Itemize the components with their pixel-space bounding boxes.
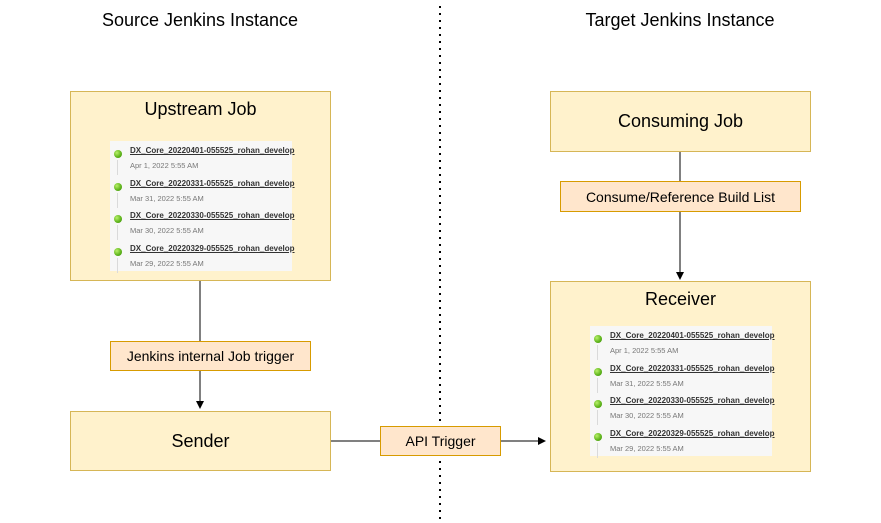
build-link[interactable]: DX_Core_20220331-055525_rohan_develop [130, 178, 295, 188]
build-link[interactable]: DX_Core_20220401-055525_rohan_develop [130, 146, 295, 155]
consume-reference-label: Consume/Reference Build List [560, 181, 801, 212]
build-link[interactable]: DX_Core_20220329-055525_rohan_develop [610, 428, 775, 438]
build-link[interactable]: DX_Core_20220401-055525_rohan_develop [610, 331, 775, 340]
build-date: Mar 30, 2022 5:55 AM [130, 226, 204, 235]
receiver-node: Receiver DX_Core_20220401-055525_rohan_d… [550, 281, 811, 472]
green-ball-icon [594, 335, 602, 343]
build-link[interactable]: DX_Core_20220329-055525_rohan_develop [130, 243, 295, 253]
build-date: Mar 30, 2022 5:55 AM [610, 411, 684, 420]
build-link[interactable]: DX_Core_20220330-055525_rohan_develop [610, 396, 775, 405]
api-trigger-label: API Trigger [380, 426, 501, 456]
build-date: Apr 1, 2022 5:55 AM [610, 346, 679, 355]
build-date: Mar 29, 2022 5:55 AM [610, 443, 684, 453]
build-item: DX_Core_20220331-055525_rohan_develop Ma… [114, 178, 295, 211]
build-link[interactable]: DX_Core_20220330-055525_rohan_develop [130, 211, 295, 220]
upstream-job-title: Upstream Job [144, 99, 257, 119]
consuming-job-title: Consuming Job [617, 111, 744, 131]
green-ball-icon [114, 215, 122, 223]
green-ball-icon [114, 182, 122, 191]
build-link[interactable]: DX_Core_20220331-055525_rohan_develop [610, 363, 775, 373]
receiver-build-history: DX_Core_20220401-055525_rohan_develop Ap… [590, 326, 775, 458]
build-item: DX_Core_20220401-055525_rohan_develop Ap… [114, 145, 295, 178]
source-instance-heading: Source Jenkins Instance [101, 10, 299, 30]
green-ball-icon [594, 432, 602, 441]
consuming-job-node: Consuming Job [550, 91, 811, 152]
green-ball-icon [594, 400, 602, 408]
build-item: DX_Core_20220331-055525_rohan_develop Ma… [594, 363, 775, 396]
green-ball-icon [594, 367, 602, 376]
upstream-job-node: Upstream Job DX_Core_20220401-055525_roh… [70, 91, 331, 281]
build-item: DX_Core_20220329-055525_rohan_develop Ma… [114, 243, 295, 276]
build-date: Apr 1, 2022 5:55 AM [130, 161, 199, 170]
target-instance-heading: Target Jenkins Instance [585, 10, 775, 30]
upstream-build-history: DX_Core_20220401-055525_rohan_develop Ap… [110, 141, 295, 273]
receiver-title: Receiver [644, 289, 717, 309]
green-ball-icon [114, 247, 122, 256]
build-item: DX_Core_20220401-055525_rohan_develop Ap… [594, 330, 775, 363]
build-date: Mar 29, 2022 5:55 AM [130, 258, 204, 268]
build-date: Mar 31, 2022 5:55 AM [130, 193, 204, 203]
green-ball-icon [114, 150, 122, 158]
internal-trigger-label: Jenkins internal Job trigger [110, 341, 311, 371]
build-item: DX_Core_20220330-055525_rohan_develop Ma… [114, 210, 295, 243]
build-item: DX_Core_20220330-055525_rohan_develop Ma… [594, 395, 775, 428]
build-date: Mar 31, 2022 5:55 AM [610, 378, 684, 388]
build-item: DX_Core_20220329-055525_rohan_develop Ma… [594, 428, 775, 461]
sender-node: Sender [70, 411, 331, 471]
sender-title: Sender [171, 431, 230, 451]
